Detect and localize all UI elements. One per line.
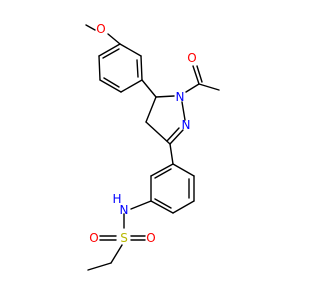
phenyl-ring	[150, 163, 195, 214]
methoxyphenyl-ring	[98, 43, 143, 93]
acetyl-group	[185, 65, 220, 93]
bond-s-o-right	[130, 235, 146, 241]
pyrazoline-ring	[145, 95, 186, 145]
atom-so-o-right: O	[146, 231, 155, 245]
atom-nh-n: N	[120, 203, 129, 217]
bond-aryl-c5	[141, 79, 157, 98]
atom-so-o-left: O	[89, 231, 98, 245]
atom-acetyl-o: O	[187, 51, 196, 65]
bond-s-o-left	[99, 235, 117, 241]
atom-sulfur: S	[120, 231, 128, 245]
atom-methoxy-o: O	[96, 22, 105, 36]
bond-c3-aryl	[169, 143, 174, 165]
atom-nh-h: H	[112, 192, 121, 206]
molecule-structure: O O N N H N S O O	[85, 22, 220, 271]
bond-aryl-nh	[130, 200, 152, 210]
atom-n1: N	[176, 90, 185, 104]
atom-n2: N	[182, 118, 191, 132]
bond-methyl-o	[85, 24, 96, 31]
ethyl-chain	[87, 244, 123, 271]
bond-o-ring-top	[107, 33, 121, 45]
